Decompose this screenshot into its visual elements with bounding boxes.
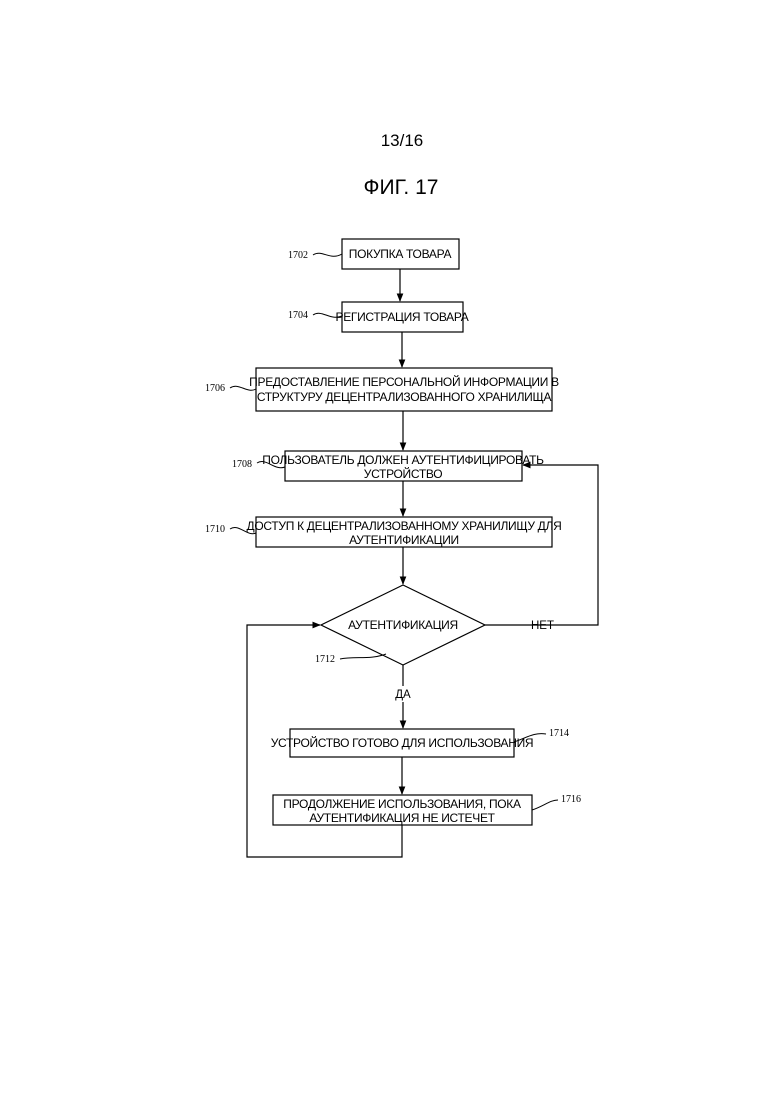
step-1702-label: ПОКУПКА ТОВАРА xyxy=(349,247,452,261)
branch-no-label: НЕТ xyxy=(531,620,554,632)
ref-1706: 1706 xyxy=(205,383,225,394)
step-1708-line-1: ПОЛЬЗОВАТЕЛЬ ДОЛЖЕН АУТЕНТИФИЦИРОВАТЬ xyxy=(262,453,544,467)
step-1704-label: РЕГИСТРАЦИЯ ТОВАРА xyxy=(336,310,469,324)
step-1710-line-2: АУТЕНТИФИКАЦИИ xyxy=(349,533,459,547)
step-1704-registration: РЕГИСТРАЦИЯ ТОВАРА xyxy=(336,302,469,332)
ref-1702-leader xyxy=(313,253,342,256)
ref-1710: 1710 xyxy=(205,524,225,535)
ref-1704: 1704 xyxy=(288,310,308,321)
ref-1708: 1708 xyxy=(232,459,252,470)
step-1706-provide-info: ПРЕДОСТАВЛЕНИЕ ПЕРСОНАЛЬНОЙ ИНФОРМАЦИИ В… xyxy=(249,368,559,411)
step-1706-line-2: СТРУКТУРУ ДЕЦЕНТРАЛИЗОВАННОГО ХРАНИЛИЩА xyxy=(257,390,552,404)
ref-1712: 1712 xyxy=(315,654,335,665)
step-1716-continue-use: ПРОДОЛЖЕНИЕ ИСПОЛЬЗОВАНИЯ, ПОКА АУТЕНТИФ… xyxy=(273,795,532,825)
step-1708-line-2: УСТРОЙСТВО xyxy=(364,466,442,481)
step-1710-line-1: ДОСТУП К ДЕЦЕНТРАЛИЗОВАННОМУ ХРАНИЛИЩУ Д… xyxy=(247,519,562,533)
step-1702-purchase: ПОКУПКА ТОВАРА xyxy=(342,239,459,269)
ref-1712-leader xyxy=(340,654,386,659)
page-number: 13/16 xyxy=(381,131,424,150)
step-1716-line-1: ПРОДОЛЖЕНИЕ ИСПОЛЬЗОВАНИЯ, ПОКА xyxy=(283,797,521,811)
step-1706-line-1: ПРЕДОСТАВЛЕНИЕ ПЕРСОНАЛЬНОЙ ИНФОРМАЦИИ В xyxy=(249,374,559,389)
step-1710-access-storage: ДОСТУП К ДЕЦЕНТРАЛИЗОВАННОМУ ХРАНИЛИЩУ Д… xyxy=(247,517,562,547)
step-1714-label: УСТРОЙСТВО ГОТОВО ДЛЯ ИСПОЛЬЗОВАНИЯ xyxy=(271,735,534,750)
branch-yes-label: ДА xyxy=(395,689,411,701)
ref-1714: 1714 xyxy=(549,728,569,739)
ref-1716: 1716 xyxy=(561,794,581,805)
ref-1716-leader xyxy=(532,800,558,810)
step-1708-user-auth: ПОЛЬЗОВАТЕЛЬ ДОЛЖЕН АУТЕНТИФИЦИРОВАТЬ УС… xyxy=(262,451,544,481)
decision-1712-label: АУТЕНТИФИКАЦИЯ xyxy=(348,618,458,632)
figure-title: ФИГ. 17 xyxy=(364,176,439,199)
step-1716-line-2: АУТЕНТИФИКАЦИЯ НЕ ИСТЕЧЕТ xyxy=(309,811,495,825)
step-1714-device-ready: УСТРОЙСТВО ГОТОВО ДЛЯ ИСПОЛЬЗОВАНИЯ xyxy=(271,729,534,757)
decision-1712-authentication: АУТЕНТИФИКАЦИЯ xyxy=(321,585,485,665)
ref-1702: 1702 xyxy=(288,250,308,261)
